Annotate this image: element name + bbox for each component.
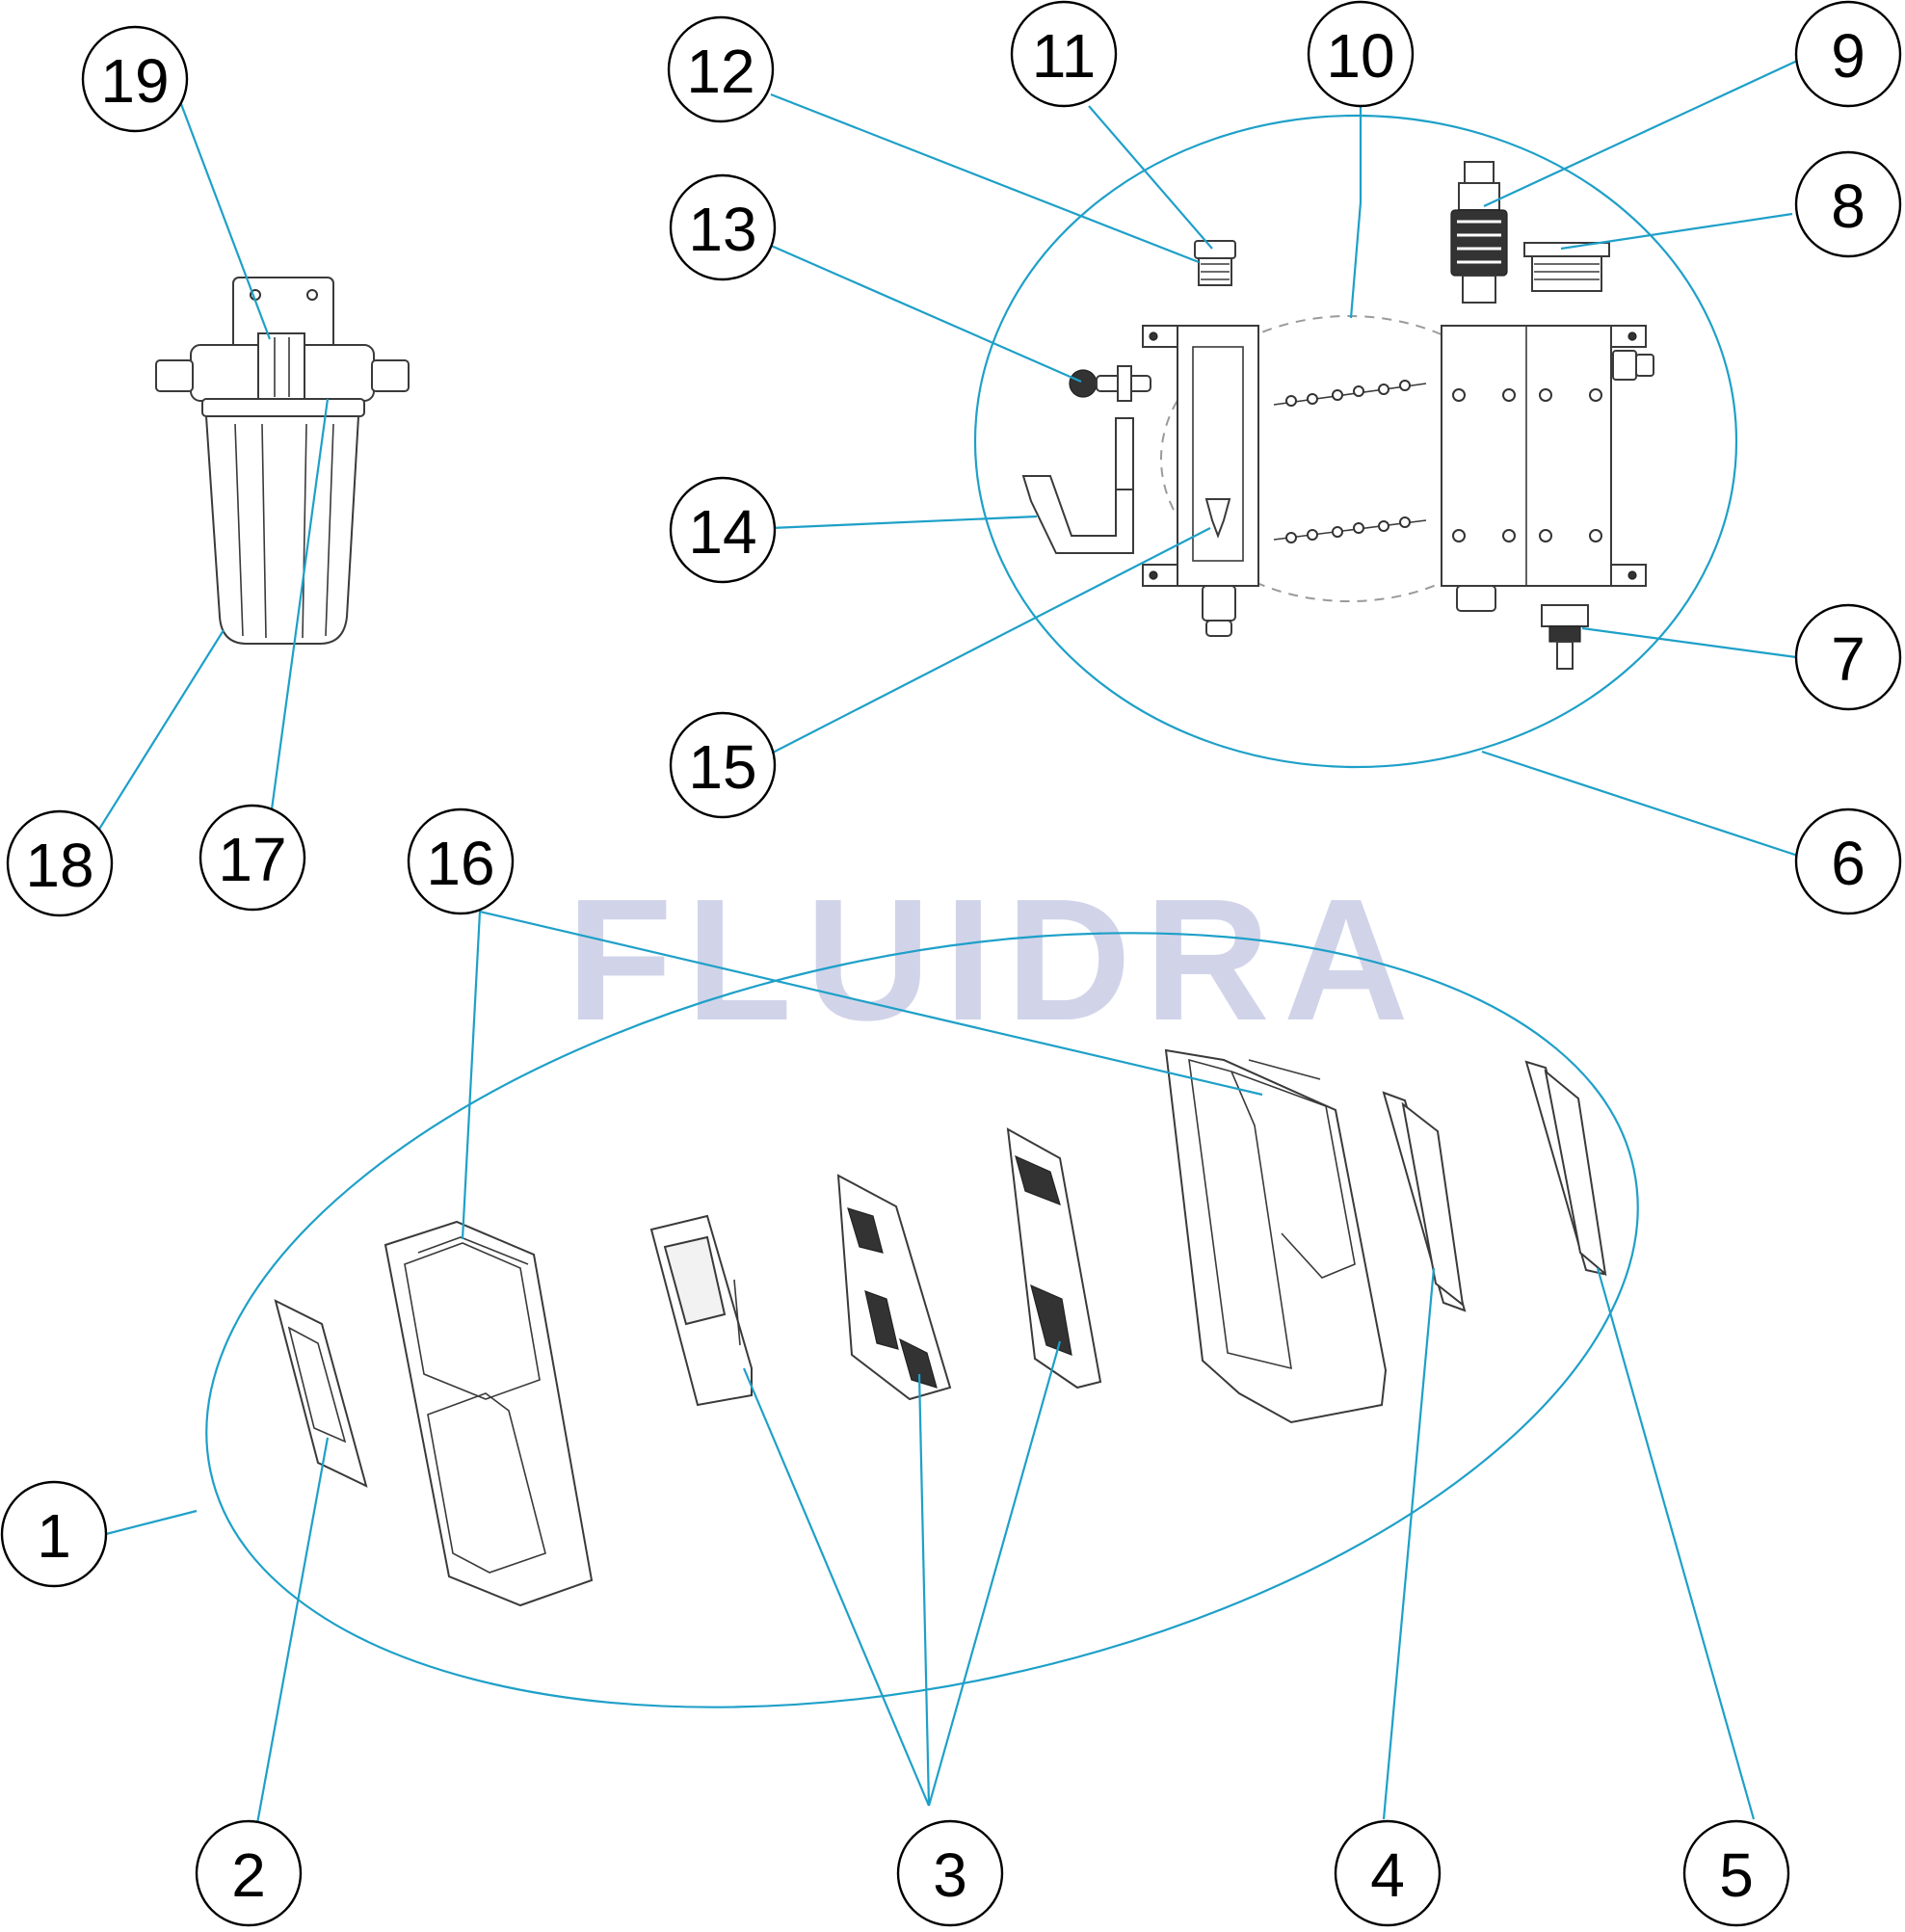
svg-text:12: 12 — [686, 37, 754, 106]
balloon-4: 4 — [1334, 1819, 1442, 1927]
group-ring-flow-cell — [973, 114, 1738, 769]
svg-text:9: 9 — [1831, 21, 1865, 91]
fluidra-watermark: FLUIDRA — [567, 863, 1422, 1057]
svg-text:11: 11 — [1032, 21, 1096, 91]
balloon-13: 13 — [669, 173, 777, 281]
control-board — [836, 1174, 952, 1401]
electrode-set — [1273, 380, 1427, 543]
power-board — [1006, 1127, 1102, 1389]
flow-cell-assembly — [1021, 161, 1654, 670]
filter-outlet — [371, 359, 410, 392]
cell-cap — [1194, 240, 1236, 259]
leader-2 — [254, 1437, 330, 1830]
leader-3a — [742, 1367, 931, 1807]
filter-ring — [201, 398, 365, 417]
filter-bowl — [204, 415, 360, 645]
leader-11 — [1088, 105, 1213, 250]
svg-text:4: 4 — [1370, 1840, 1405, 1910]
balloon-17: 17 — [198, 804, 306, 912]
leader-8 — [1560, 212, 1793, 251]
flow-sensor — [1204, 498, 1231, 539]
balloon-1: 1 — [0, 1480, 108, 1588]
balloon-3: 3 — [896, 1819, 1004, 1927]
level-sensor — [1464, 161, 1495, 184]
balloon-10: 10 — [1307, 0, 1415, 108]
leader-17 — [270, 398, 330, 810]
balloon-15: 15 — [669, 711, 777, 819]
svg-text:10: 10 — [1326, 21, 1394, 91]
leader-13 — [768, 243, 1082, 384]
svg-text:2: 2 — [231, 1840, 266, 1910]
svg-text:14: 14 — [688, 497, 756, 567]
threaded-plug — [1523, 242, 1610, 257]
water-filter — [155, 277, 410, 645]
wall-bracket-b — [1524, 1060, 1607, 1277]
svg-text:18: 18 — [25, 831, 93, 900]
svg-text:16: 16 — [426, 829, 494, 898]
svg-text:5: 5 — [1719, 1840, 1754, 1910]
balloon-14: 14 — [669, 476, 777, 584]
svg-text:19: 19 — [100, 46, 169, 116]
leader-3c — [927, 1340, 1062, 1807]
leader-12 — [770, 93, 1200, 264]
leader-9 — [1483, 55, 1809, 207]
leader-3b — [917, 1373, 931, 1807]
leader-18 — [97, 629, 225, 832]
group-ring-control-unit — [205, 932, 1639, 1708]
balloon-2: 2 — [195, 1819, 303, 1927]
leader-7 — [1581, 626, 1797, 659]
wall-bracket-a — [1382, 1091, 1467, 1312]
leader-10 — [1349, 94, 1363, 319]
leader-5 — [1596, 1267, 1756, 1820]
drain-fitting — [1541, 604, 1589, 627]
leader-4 — [1382, 1267, 1436, 1820]
display-board — [649, 1214, 753, 1407]
balloon-7: 7 — [1794, 603, 1902, 711]
leader-16 — [461, 910, 1263, 1240]
front-cover — [384, 1220, 594, 1607]
leader-6 — [1481, 750, 1805, 860]
leader-14 — [770, 515, 1038, 530]
svg-text:7: 7 — [1831, 624, 1865, 694]
svg-text:17: 17 — [218, 825, 286, 894]
leader-19 — [179, 103, 272, 340]
balloon-16: 16 — [407, 807, 515, 915]
filter-inlet — [155, 359, 194, 392]
svg-text:13: 13 — [688, 195, 756, 264]
balloon-19: 19 — [81, 25, 189, 133]
leader-lines — [97, 55, 1809, 1830]
svg-text:1: 1 — [37, 1501, 71, 1571]
flow-cell-body-left — [1177, 325, 1259, 587]
balloon-18: 18 — [6, 809, 114, 917]
front-panel-label — [274, 1299, 368, 1488]
balloon-5: 5 — [1682, 1819, 1790, 1927]
leader-1 — [105, 1509, 198, 1536]
svg-text:6: 6 — [1831, 829, 1865, 898]
balloon-12: 12 — [667, 15, 775, 123]
balloon-8: 8 — [1794, 150, 1902, 258]
svg-text:15: 15 — [688, 732, 756, 802]
svg-text:8: 8 — [1831, 172, 1865, 241]
rear-enclosure — [1164, 1048, 1388, 1424]
balloon-11: 11 — [1010, 0, 1118, 108]
valve-knob — [1069, 369, 1098, 398]
leader-15 — [770, 527, 1211, 754]
svg-text:3: 3 — [933, 1840, 967, 1910]
balloon-9: 9 — [1794, 0, 1902, 108]
balloon-6: 6 — [1794, 807, 1902, 915]
